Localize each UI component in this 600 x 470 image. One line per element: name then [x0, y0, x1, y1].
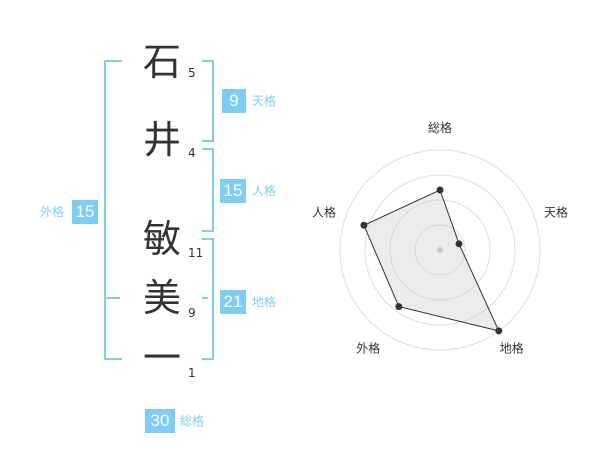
jinkaku-value: 15: [220, 179, 246, 203]
radar-ring: [414, 224, 466, 276]
tenkaku-bracket: [202, 60, 214, 142]
soukaku-value: 30: [145, 409, 175, 433]
radar-axis-label-3: 地格: [500, 341, 524, 356]
radar-axis-label-5: 人格: [312, 204, 336, 219]
radar-point-1: [436, 186, 444, 194]
radar-axis-label-2: 天格: [544, 204, 568, 219]
gaikaku-bracket: [104, 60, 122, 360]
chikaku-bracket: [202, 238, 214, 360]
radar-point-3: [495, 327, 503, 335]
radar-ring: [389, 199, 491, 301]
radar-point-5: [360, 221, 368, 229]
radar-series-polygon: [363, 189, 500, 332]
radar-point-4: [395, 303, 403, 311]
soukaku-label: 総格: [180, 414, 205, 428]
name-char-4: 美: [142, 276, 181, 320]
stroke-count-5: 1: [188, 366, 196, 380]
radar-ring: [339, 149, 541, 351]
jinkaku-bracket: [202, 148, 214, 232]
radar-axis-label-4: 外格: [356, 341, 380, 356]
jinkaku-label: 人格: [252, 184, 277, 198]
radar-point-2: [455, 240, 463, 248]
name-char-5: 一: [142, 336, 181, 380]
gaikaku-label: 外格: [40, 205, 65, 219]
name-char-3: 敏: [142, 217, 181, 261]
chikaku-bracket-tick: [202, 297, 208, 299]
tenkaku-label: 天格: [252, 94, 277, 108]
stroke-count-1: 5: [188, 66, 196, 80]
stroke-count-2: 4: [188, 146, 196, 160]
chikaku-label: 地格: [252, 295, 277, 309]
tenkaku-value: 9: [222, 89, 246, 113]
name-char-1: 石: [142, 40, 181, 84]
name-char-2: 井: [142, 118, 181, 162]
gaikaku-bracket-tick: [104, 297, 120, 299]
stroke-count-4: 9: [188, 306, 196, 320]
radar-axis-label-1: 総格: [428, 120, 452, 135]
gaikaku-value: 15: [72, 200, 98, 224]
radar-ring: [364, 174, 516, 326]
chikaku-value: 21: [220, 290, 246, 314]
radar-center-dot: [437, 247, 443, 253]
stroke-count-3: 11: [188, 246, 204, 260]
